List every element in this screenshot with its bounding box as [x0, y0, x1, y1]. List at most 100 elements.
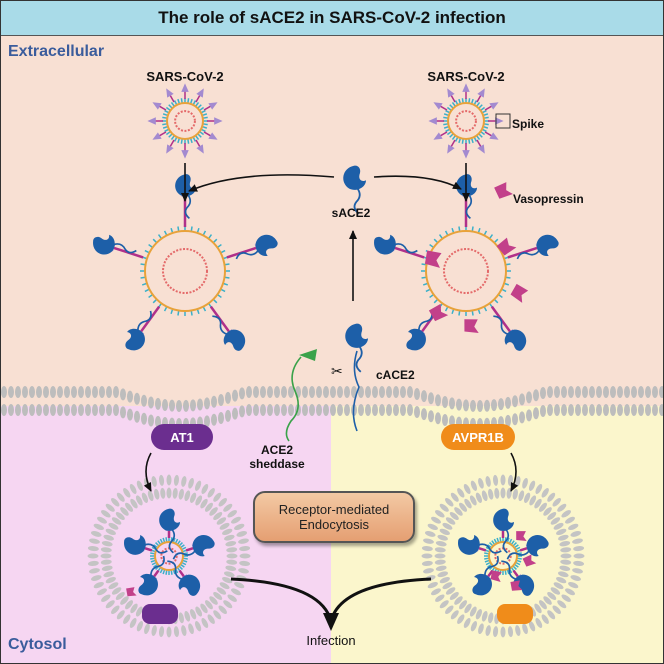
lipid-head [267, 404, 273, 416]
lipid-head [652, 404, 658, 416]
vesicle-lipid [116, 492, 125, 502]
vesicle-lipid [87, 560, 99, 566]
vesicle-lipid [181, 476, 187, 487]
vesicle-lipid [166, 626, 172, 638]
spike-head [447, 88, 455, 98]
vesicle-lipid [464, 498, 472, 509]
vesicle-lipid [151, 476, 157, 487]
spike-head [166, 88, 174, 98]
lipid-head [505, 414, 511, 427]
lipid-head [120, 388, 126, 401]
ace2-icon [93, 234, 137, 255]
vasopressin-icon [496, 237, 517, 256]
vesicle-lipid [200, 603, 208, 614]
ace2-icon [493, 508, 514, 554]
ace2-icon [458, 535, 502, 555]
spike-head [477, 88, 485, 98]
ace2-tail [493, 315, 509, 335]
vesicle-lipid [225, 541, 237, 547]
vesicle-lipid [570, 531, 582, 537]
vesicle-lipid [101, 541, 113, 547]
internalized-at1 [142, 604, 178, 624]
vesicle-lipid [439, 576, 450, 584]
lipid-head [155, 397, 161, 410]
vesicle-lipid [570, 575, 582, 581]
vesicle-lipid [178, 488, 184, 500]
lipid-head [225, 391, 231, 404]
vesicle-lipid [188, 477, 194, 489]
vesicle-lipid [522, 477, 528, 489]
arrow-sace2-to-left [188, 174, 335, 192]
arrow-infection-right [329, 577, 432, 622]
endocytosis-box: Receptor-mediated Endocytosis [253, 491, 415, 543]
lipid-head [211, 395, 217, 408]
vesicle-lipid [529, 495, 537, 506]
lipid-head [400, 404, 406, 416]
lipid-head [148, 396, 154, 409]
lipid-head [624, 386, 630, 398]
vesicle-lipid [557, 600, 567, 609]
vesicle-lipid [469, 606, 477, 617]
lipid-head [596, 404, 602, 416]
lipid-head [78, 386, 84, 398]
vesicle-lipid [534, 498, 542, 509]
vesicle-lipid [459, 502, 468, 512]
vesicle-lipid [238, 568, 249, 574]
vesicle-lipid [454, 596, 463, 605]
vesicle-lipid [125, 502, 134, 512]
arrow-infection-head [323, 613, 339, 631]
lipid-head [43, 386, 49, 398]
vesicle-lipid [538, 600, 547, 610]
vesicle-lipid [439, 528, 450, 536]
lipid-head [106, 386, 112, 398]
vesicle-lipid [557, 571, 569, 578]
vesicle-lipid [469, 495, 477, 506]
vesicle-lipid [560, 547, 572, 553]
vesicle-lipid [547, 512, 557, 521]
vasopressin-shape [522, 554, 537, 567]
vesicle-lipid [105, 528, 116, 536]
lipid-head [519, 411, 525, 424]
lipid-head [190, 399, 196, 412]
molecules: ✂ [126, 165, 537, 597]
lipid-head [645, 404, 651, 416]
vesicle-lipid [201, 483, 209, 494]
vesicle-lipid [454, 507, 463, 516]
lipid-head [330, 404, 336, 416]
virus-envelope [154, 541, 184, 571]
vasopressin-shape [494, 182, 513, 199]
vesicle-lipid [559, 565, 571, 571]
lipid-head [407, 386, 413, 398]
spike-head [196, 88, 204, 98]
lipid-head [568, 386, 574, 398]
lipid-head [386, 404, 392, 416]
vesicle-lipid [470, 480, 478, 491]
vesicle-lipid [130, 498, 138, 509]
lipid-head [323, 386, 329, 398]
lipid-head [260, 404, 266, 416]
spike-head [208, 102, 218, 110]
spike-head [196, 144, 204, 154]
ace2-tail [113, 243, 137, 254]
cace2-transmembrane-tail [352, 350, 360, 432]
vesicle-lipid [459, 600, 468, 610]
avpr1b-receptor-label: AVPR1B [452, 429, 504, 445]
vesicle-lipid [485, 625, 491, 636]
vesicle-lipid [166, 474, 172, 486]
cell-membrane [1, 386, 663, 430]
vesicle-lipid [207, 488, 215, 498]
lipid-head [533, 407, 539, 420]
vesicle-lipid [89, 568, 100, 574]
ace2-icon [212, 315, 246, 351]
vesicle-lipid [528, 621, 536, 632]
lipid-head [246, 386, 252, 398]
vesicle-lipid [494, 487, 500, 499]
vesicle-lipid [538, 502, 547, 512]
ace2-head [458, 535, 480, 555]
vasopressin-shape [126, 587, 137, 597]
lipid-head [232, 389, 238, 402]
vesicle-lipid [125, 600, 134, 610]
vesicle-lipid [523, 492, 531, 503]
lipid-head [519, 393, 525, 406]
lipid-head [365, 386, 371, 398]
